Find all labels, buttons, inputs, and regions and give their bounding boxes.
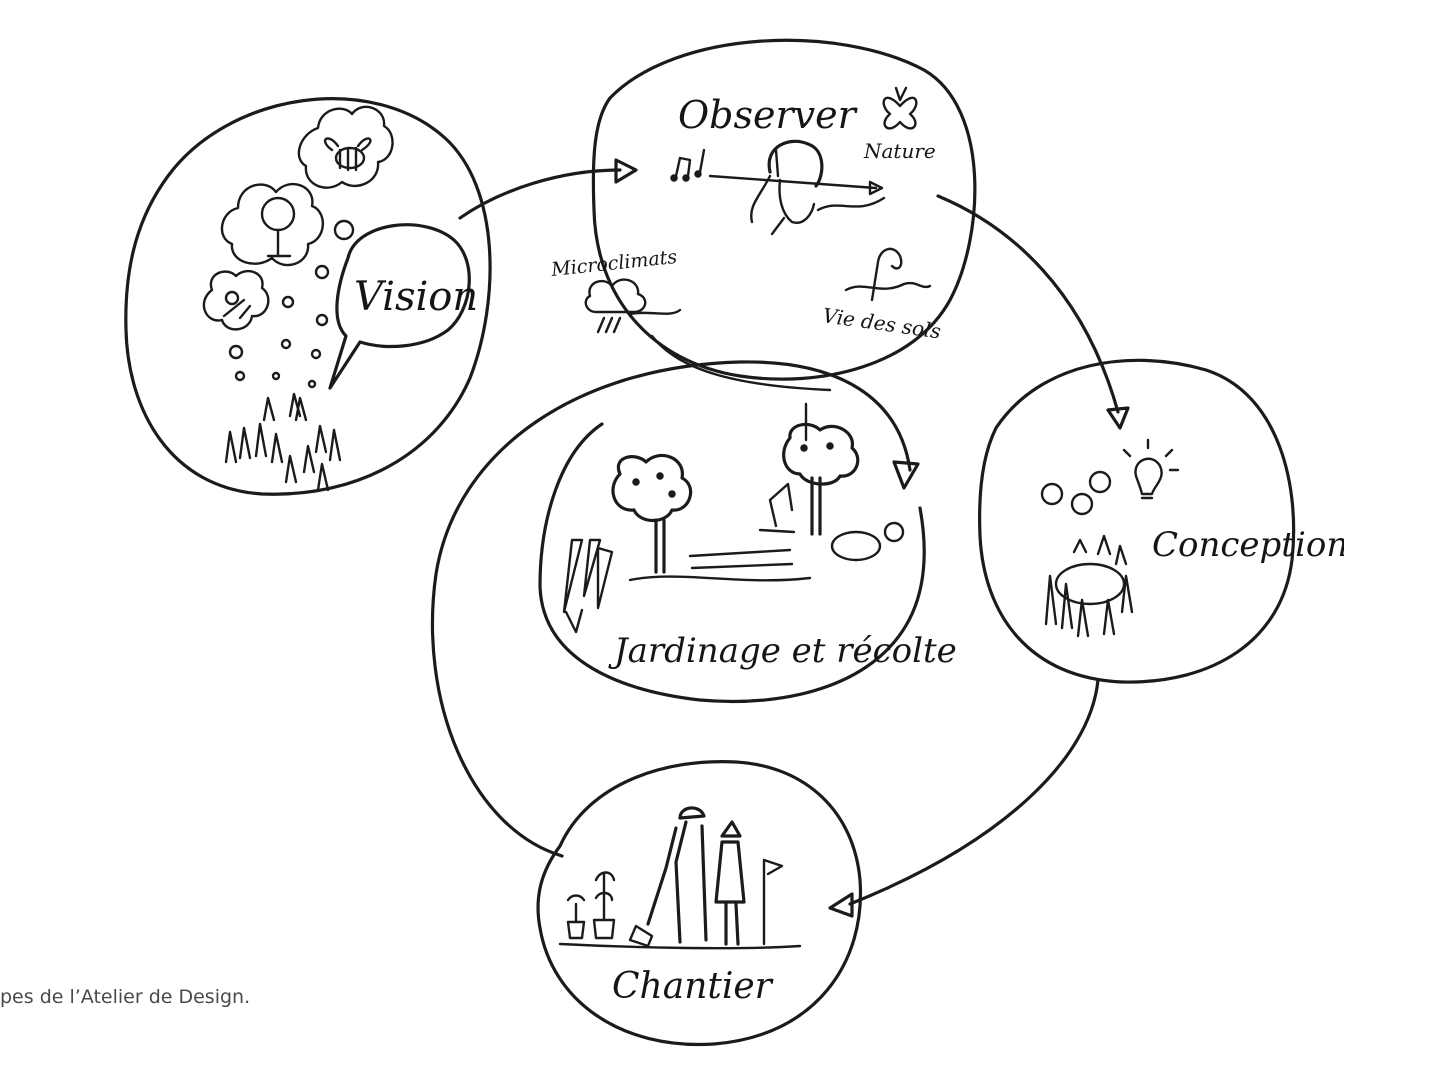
observe-arrow (708, 174, 886, 212)
flowers-idea-icon (1040, 438, 1180, 516)
chantier-label: Chantier (612, 966, 774, 1007)
microclimats-label: Microclimats (549, 246, 678, 281)
observer-label: Observer (678, 93, 859, 137)
vie-des-sols-label: Vie des sols (821, 303, 942, 343)
tree-cloud-icon (220, 182, 324, 267)
workers-icon (558, 806, 802, 950)
jardinage-circle: Jardinage et récolte (538, 402, 957, 704)
music-notes-icon (670, 148, 706, 182)
garden-scene-icon (562, 402, 905, 634)
bee-cloud-icon (297, 105, 394, 189)
observer-circle: Observer Nature Microclimats (549, 38, 977, 381)
chantier-circle: Chantier (536, 760, 863, 1047)
observer-person-icon (750, 139, 824, 236)
figure-caption: pes de l’Atelier de Design. (0, 986, 251, 1008)
vision-label: Vision (354, 274, 478, 320)
arrow-conception-to-chantier (828, 678, 1100, 918)
butterfly-icon (882, 86, 918, 130)
arrow-vision-to-observer (458, 158, 638, 220)
team-meeting-icon (1044, 534, 1134, 638)
people-group-icon (224, 392, 342, 492)
seedlings-icon (566, 871, 616, 940)
nature-label: Nature (863, 139, 936, 163)
cloud-wind-icon (584, 278, 682, 334)
page-margin (1344, 0, 1440, 1080)
flower-cloud-icon (202, 269, 270, 331)
worm-soil-icon (844, 247, 932, 302)
conception-circle: Conception (978, 358, 1348, 684)
vision-circle: Vision (124, 97, 492, 496)
thought-bubbles (228, 219, 355, 389)
speech-bubble: Vision (328, 223, 478, 390)
arrow-chantier-to-jardinage (430, 360, 920, 858)
arrow-observer-to-conception (936, 194, 1130, 430)
jardinage-label: Jardinage et récolte (608, 631, 957, 671)
conception-label: Conception (1152, 525, 1348, 565)
arrow-observer-to-jardinage (650, 334, 832, 392)
